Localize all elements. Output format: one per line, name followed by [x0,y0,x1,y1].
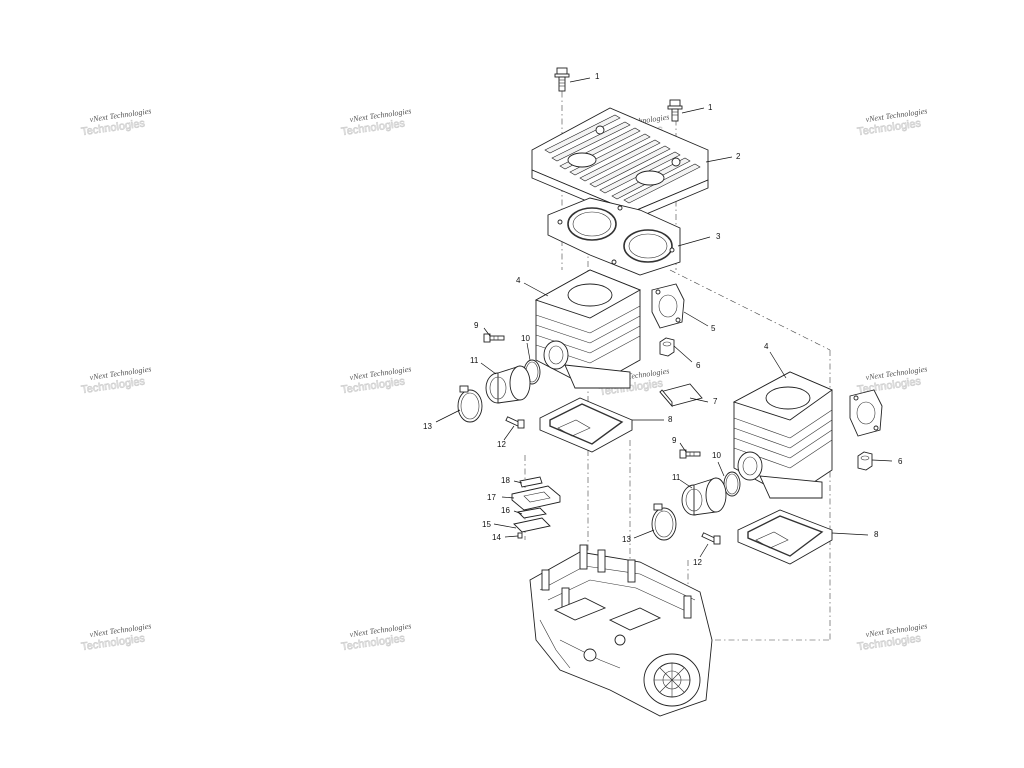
crankcase [529,544,713,717]
screw-left [483,333,505,343]
screw-right [679,449,701,459]
leader-lines [435,77,893,558]
callout-7: 7 [713,397,718,406]
intake-adapter-left [485,365,531,404]
watermark: Technologies vNext Technologies [80,364,152,396]
watermark: Technologies vNext Technologies [80,106,152,138]
head-gasket [547,197,681,276]
callout-11: 11 [470,356,479,365]
clamp-left [457,385,483,423]
base-gasket-right [737,509,833,565]
intake-adapter-right [681,477,727,516]
callout-4: 4 [764,342,769,351]
callout-13: 13 [622,535,631,544]
clamp-right [651,503,677,541]
exhaust-gasket-left [651,283,685,329]
exhaust-gasket-right [849,389,883,437]
cylinder-right [732,371,833,499]
callout-10: 10 [521,334,530,343]
nut-right [857,451,873,471]
callout-3: 3 [716,232,721,241]
callout-1: 1 [708,103,713,112]
callout-6: 6 [696,361,701,370]
base-gasket-left [539,397,633,453]
callout-12: 12 [497,440,506,449]
screw-12-right [701,532,721,545]
block-off-plate [659,383,703,408]
callout-9: 9 [672,436,677,445]
callouts: 1 1 2 3 4 5 9 10 6 11 7 13 12 8 4 6 9 10… [423,72,903,567]
callout-5: 5 [711,324,716,333]
callout-12: 12 [693,558,702,567]
callout-1: 1 [595,72,600,81]
head-bolt-2 [667,99,683,122]
callout-16: 16 [501,506,510,515]
watermark: Technologies vNext Technologies [856,621,928,653]
callout-6: 6 [898,457,903,466]
callout-8: 8 [874,530,879,539]
callout-18: 18 [501,476,510,485]
callout-4: 4 [516,276,521,285]
callout-2: 2 [736,152,741,161]
watermark: Technologies vNext Technologies [856,106,928,138]
watermark: Technologies vNext Technologies [340,106,412,138]
callout-15: 15 [482,520,491,529]
callout-8: 8 [668,415,673,424]
watermark: Technologies vNext Technologies [80,621,152,653]
reed-valve-stack [511,476,561,539]
callout-14: 14 [492,533,501,542]
callout-17: 17 [487,493,496,502]
watermark: Technologies vNext Technologies [340,364,412,396]
screw-12-left [505,416,525,429]
cylinder-head [531,107,709,221]
callout-10: 10 [712,451,721,460]
cylinder-left [534,269,642,389]
callout-9: 9 [474,321,479,330]
head-bolt-1 [554,67,570,92]
watermark: Technologies vNext Technologies [340,621,412,653]
callout-13: 13 [423,422,432,431]
nut-left [659,337,675,357]
o-ring-right [723,471,741,497]
callout-11: 11 [672,473,681,482]
